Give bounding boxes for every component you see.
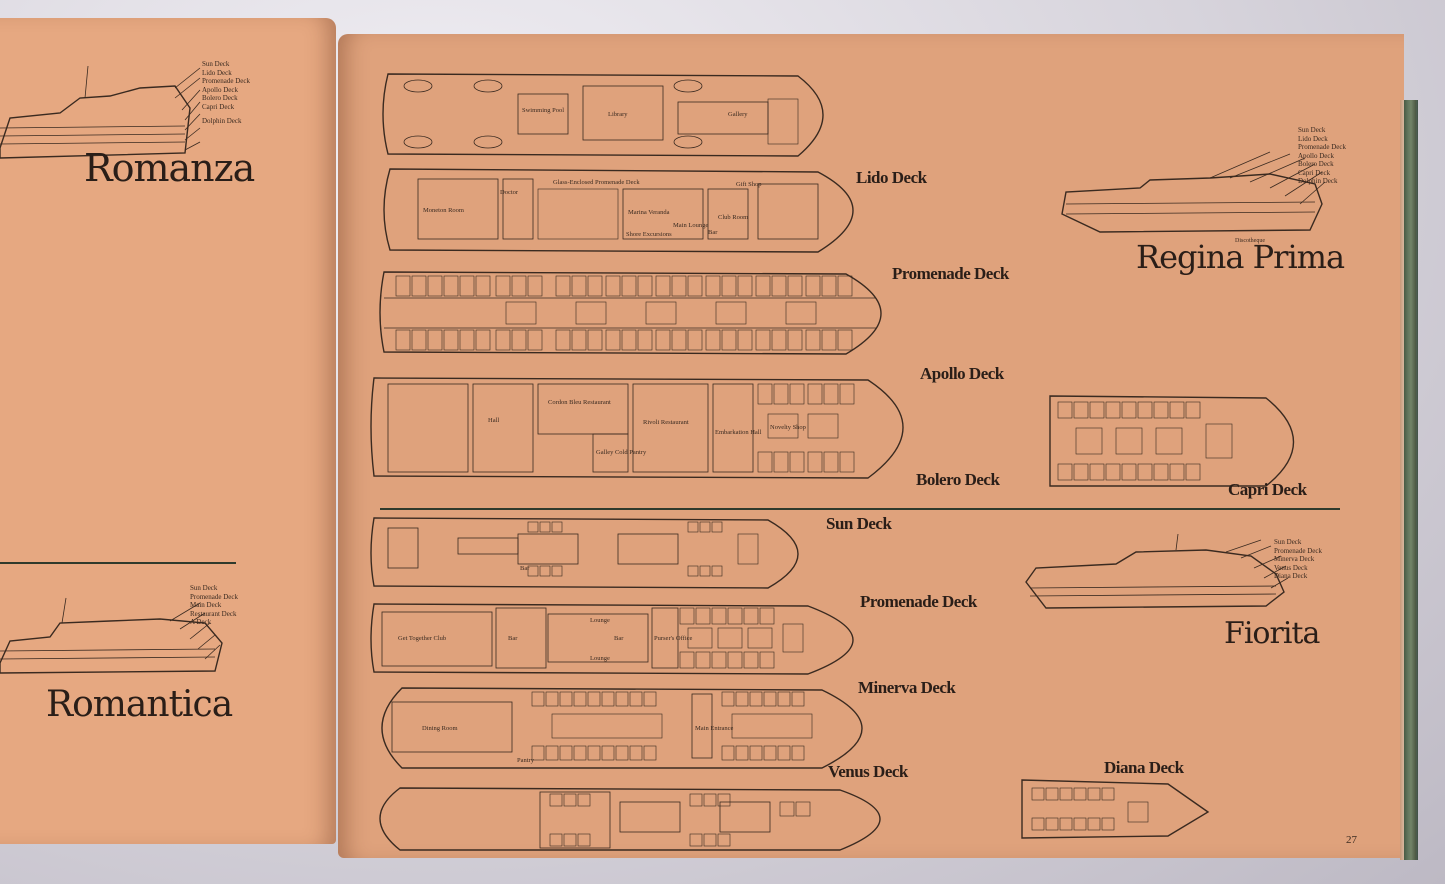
deck-name: A Deck [190,618,212,626]
room-label: Embarkation Hall [715,429,762,436]
fiorita-deck-list: Sun Deck Promenade Deck Minerva Deck Ven… [1274,538,1322,581]
room-label: Get Together Club [398,635,446,642]
right-page: Swimming Pool Library Gallery Glass-Encl… [338,34,1404,858]
room-label: Rivoli Restaurant [643,419,689,426]
deck-title-apollo: Apollo Deck [920,364,1004,383]
deck-title-diana: Diana Deck [1104,758,1184,777]
regina-promenade-deck-plan [379,271,882,355]
deck-name: Promenade Deck [190,592,239,601]
deck-name: Apollo Deck [1298,151,1334,160]
deck-name: Promenade Deck [1298,143,1347,151]
section-divider [0,562,236,564]
fiorita-profile-drawing [1025,533,1289,609]
room-label: Gift Shop [736,181,761,188]
deck-name: Capri Deck [1298,168,1331,177]
room-label: Bar [614,635,624,642]
deck-name: Lido Deck [1298,134,1328,143]
regina-prima-title: Regina Prima [1136,238,1345,276]
romantica-title: Romantica [46,684,233,725]
deck-name: Dolphin Deck [202,117,242,125]
discotheque-label: Discotheque [1235,238,1265,244]
left-page: Sun Deck Lido Deck Promenade Deck Apollo… [0,18,336,844]
deck-name: Bolero Deck [202,94,238,102]
regina-lido-deck-plan: Glass-Enclosed Promenade Deck Moneton Ro… [383,168,854,253]
romanza-title: Romanza [84,146,255,190]
room-label: Galley Cold Pantry [596,449,647,456]
fiorita-sun-deck-plan: Bar [370,517,799,589]
deck-title-minerva: Minerva Deck [858,678,956,697]
deck-title-bolero: Bolero Deck [916,470,1000,489]
deck-name: Sun Deck [1274,538,1302,546]
room-label: Bar [520,565,530,572]
deck-name: Dolphin Deck [1298,177,1338,185]
deck-title-venus: Venus Deck [828,762,908,781]
fiorita-diana-deck-plan [1021,779,1210,839]
deck-name: Main Deck [190,601,222,609]
room-label: Main Entrance [695,725,734,732]
regina-sun-deck-plan: Swimming Pool Library Gallery [382,73,824,157]
page-number: 27 [1346,834,1357,846]
deck-title-fiorita-sun: Sun Deck [826,514,892,533]
room-label: Pantry [517,757,535,764]
section-divider [380,508,1340,510]
fiorita-title: Fiorita [1224,616,1320,651]
room-label: Club Room [718,214,748,221]
deck-name: Promenade Deck [1274,546,1323,555]
romanza-deck-list: Sun Deck Lido Deck Promenade Deck Apollo… [202,60,250,126]
deck-title-lido: Lido Deck [856,168,927,187]
room-label: Shore Excursions [626,231,672,238]
room-label: Moneton Room [423,207,464,214]
room-label: Library [608,111,628,118]
deck-title-promenade: Promenade Deck [892,264,1009,283]
fiorita-venus-deck-plan [379,787,881,851]
room-label: Cordon Bleu Restaurant [548,399,611,406]
fiorita-minerva-deck-plan: Dining Room Pantry Main Entrance [381,687,863,769]
deck-name: Sun Deck [202,60,230,68]
room-label: Bar [508,635,518,642]
room-label: Swimming Pool [522,107,564,114]
deck-name: Restaurant Deck [190,609,237,618]
room-label: Hall [488,417,499,424]
regina-capri-deck-plan [1049,395,1295,487]
regina-bolero-deck-plan: Hall Cordon Bleu Restaurant Rivoli Resta… [370,377,904,479]
deck-name: Capri Deck [202,102,235,111]
deck-name: Promenade Deck [202,77,251,85]
room-label: Gallery [728,111,748,118]
room-label: Doctor [500,189,519,196]
deck-name: Sun Deck [1298,126,1326,134]
deck-name: Bolero Deck [1298,160,1334,168]
deck-title-capri: Capri Deck [1228,480,1307,499]
regina-prima-profile-drawing: Discotheque [1061,151,1326,244]
romanza-profile-drawing [0,65,201,159]
romantica-profile-drawing [0,597,223,674]
deck-title-fiorita-promenade: Promenade Deck [860,592,977,611]
romantica-deck-list: Sun Deck Promenade Deck Main Deck Restau… [190,584,238,627]
regina-prima-deck-list: Sun Deck Lido Deck Promenade Deck Apollo… [1298,126,1346,186]
room-label: Main Lounge [673,222,708,229]
deck-name: Diana Deck [1274,572,1308,580]
room-label: Novelty Shop [770,424,806,431]
deck-name: Sun Deck [190,584,218,592]
room-label: Bar [708,229,718,236]
room-label: Lounge [590,655,610,662]
room-label: Dining Room [422,725,458,732]
deck-name: Apollo Deck [202,85,238,94]
room-label: Glass-Enclosed Promenade Deck [553,179,640,186]
room-label: Lounge [590,617,610,624]
deck-name: Minerva Deck [1274,555,1315,563]
room-label: Purser's Office [654,635,693,642]
cover-edge [1404,100,1418,860]
fiorita-promenade-deck-plan: Get Together Club Bar Lounge Bar Lounge … [370,603,854,675]
deck-name: Venus Deck [1274,563,1308,572]
deck-name: Lido Deck [202,68,232,77]
room-label: Marina Veranda [628,209,670,216]
